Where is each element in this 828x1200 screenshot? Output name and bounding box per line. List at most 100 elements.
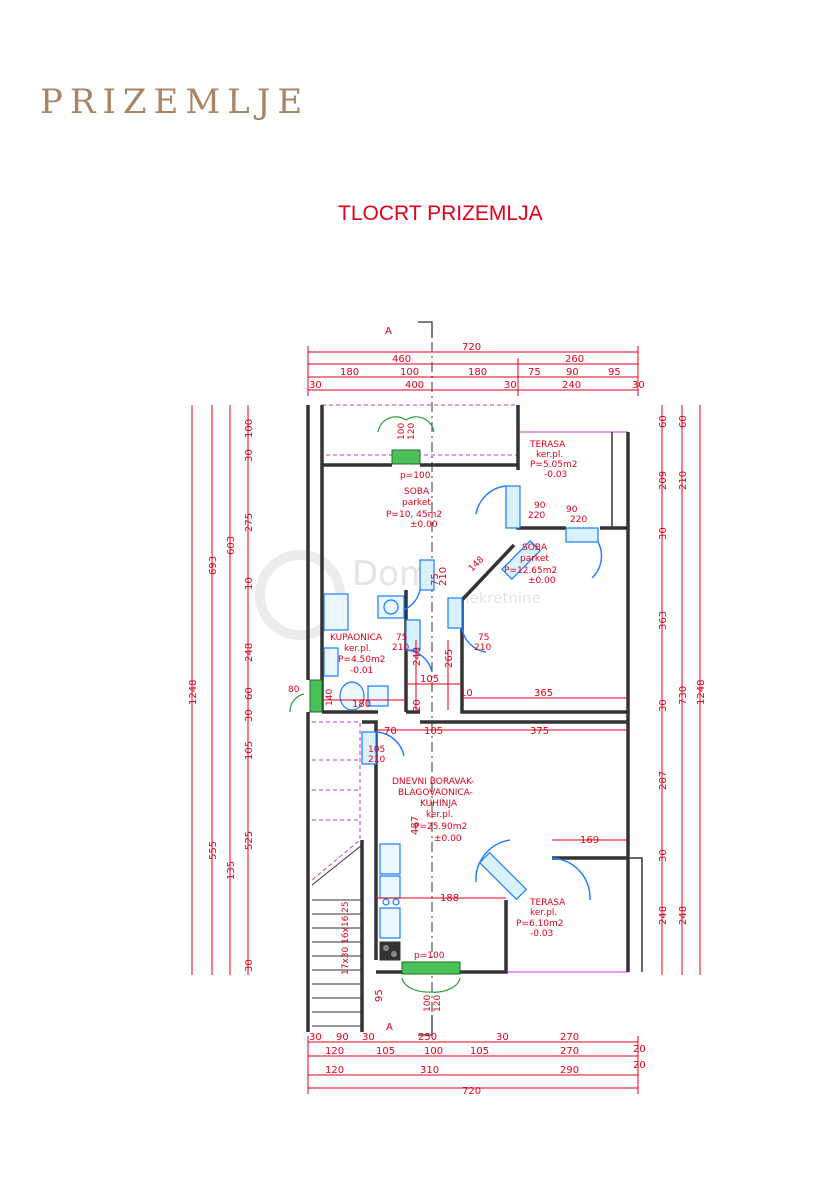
svg-text:10: 10	[460, 688, 473, 699]
svg-text:80: 80	[288, 685, 300, 695]
svg-text:BLAGOVAONICA-: BLAGOVAONICA-	[398, 788, 473, 798]
plan-title: TLOCRT PRIZEMLJA	[338, 202, 543, 225]
svg-text:275: 275	[244, 513, 255, 532]
svg-text:p=100: p=100	[414, 951, 445, 961]
svg-text:30: 30	[244, 959, 255, 972]
svg-text:363: 363	[658, 611, 669, 630]
room-label-kupaonica: KUPAONICA ker.pl. P=4.50m2 -0.01	[330, 633, 386, 676]
interior-dimensions: 105 365 10 180 70 105 375 169 188 248 26…	[322, 567, 628, 1002]
svg-text:TERASA: TERASA	[529, 440, 566, 450]
svg-text:555: 555	[208, 841, 219, 860]
svg-text:248: 248	[658, 906, 669, 925]
svg-text:20: 20	[633, 1060, 646, 1071]
svg-text:20: 20	[412, 699, 423, 712]
svg-text:105: 105	[470, 1046, 489, 1057]
section-marker-bottom: A	[386, 1022, 393, 1033]
stair-label: 17x30 16x16,25	[341, 901, 351, 975]
svg-text:30: 30	[244, 449, 255, 462]
svg-text:30: 30	[658, 527, 669, 540]
svg-text:270: 270	[560, 1032, 579, 1043]
svg-text:90: 90	[566, 367, 579, 378]
svg-text:310: 310	[420, 1065, 439, 1076]
svg-text:95: 95	[374, 989, 385, 1002]
svg-text:290: 290	[560, 1065, 579, 1076]
svg-text:105: 105	[244, 741, 255, 760]
svg-text:parket: parket	[402, 498, 431, 508]
door-soba1	[419, 559, 435, 591]
svg-text:260: 260	[565, 354, 584, 365]
svg-text:90: 90	[336, 1032, 349, 1043]
bathtub-icon	[323, 647, 339, 677]
stove-icon	[379, 941, 401, 961]
svg-text:p=100: p=100	[400, 471, 431, 481]
svg-text:-0.01: -0.01	[350, 666, 373, 676]
svg-text:210: 210	[368, 755, 385, 765]
svg-text:210: 210	[392, 643, 409, 653]
svg-text:30: 30	[504, 380, 517, 391]
svg-text:60: 60	[244, 687, 255, 700]
svg-text:460: 460	[392, 354, 411, 365]
svg-text:60: 60	[678, 415, 689, 428]
svg-text:30: 30	[309, 380, 322, 391]
left-dimensions: 1248 693 555 603 135 100 30 275 10 248 6…	[188, 405, 255, 975]
watermark-brand: Dom	[352, 554, 432, 594]
svg-text:105: 105	[368, 745, 385, 755]
shower-icon	[323, 593, 349, 631]
svg-text:30: 30	[496, 1032, 509, 1043]
svg-text:KUPAONICA: KUPAONICA	[330, 633, 383, 643]
section-marker-top: A	[385, 326, 392, 337]
svg-text:120: 120	[433, 995, 443, 1012]
side-window	[309, 679, 323, 713]
svg-text:P=5.05m2: P=5.05m2	[530, 460, 578, 470]
svg-text:603: 603	[226, 536, 237, 555]
svg-text:180: 180	[340, 367, 359, 378]
door-soba2-terrace	[565, 527, 599, 543]
svg-text:75: 75	[430, 573, 441, 586]
svg-text:730: 730	[678, 686, 689, 705]
right-dimensions: 60 209 30 363 30 287 30 248 60 210 730 2…	[658, 405, 707, 975]
svg-text:ker.pl.: ker.pl.	[536, 450, 563, 460]
door-terrace-bottom	[478, 851, 528, 901]
svg-text:75: 75	[478, 633, 489, 643]
fridge-icon	[379, 843, 401, 875]
svg-text:-0.03: -0.03	[530, 929, 553, 939]
svg-text:±0.00: ±0.00	[434, 834, 462, 844]
svg-text:240: 240	[562, 380, 581, 391]
svg-text:105: 105	[420, 674, 439, 685]
fixtures	[323, 593, 405, 961]
page-heading: PRIZEMLJE	[40, 82, 310, 122]
svg-text:100: 100	[423, 995, 433, 1012]
bottom-dimensions: 30 90 30 250 30 270 20 120 105 100 105 2…	[307, 1032, 646, 1097]
svg-text:248: 248	[412, 647, 423, 666]
svg-text:265: 265	[444, 649, 455, 668]
svg-text:75: 75	[528, 367, 541, 378]
svg-text:75: 75	[396, 633, 407, 643]
dim-bottom-720: 720	[462, 1086, 481, 1097]
svg-text:148: 148	[467, 555, 486, 574]
door-entrance	[361, 731, 377, 765]
door-soba2-corner	[501, 540, 541, 580]
svg-text:270: 270	[560, 1046, 579, 1057]
svg-text:188: 188	[440, 893, 459, 904]
svg-text:70: 70	[384, 726, 397, 737]
svg-text:90: 90	[534, 501, 546, 511]
svg-text:P=12.65m2: P=12.65m2	[504, 566, 557, 576]
svg-text:±0.00: ±0.00	[528, 576, 556, 586]
svg-text:30: 30	[658, 699, 669, 712]
svg-text:60: 60	[658, 415, 669, 428]
svg-text:parket: parket	[520, 554, 549, 564]
room-label-terasa-bottom: TERASA ker.pl. P=6.10m2 -0.03	[516, 898, 566, 939]
svg-text:180: 180	[468, 367, 487, 378]
watermark-sub: nekretnine	[460, 589, 541, 607]
room-label-soba-2: SOBA parket P=12.65m2 ±0.00	[504, 543, 557, 586]
svg-text:±0.00: ±0.00	[410, 520, 438, 530]
dim-top-720: 720	[462, 342, 481, 353]
svg-text:105: 105	[424, 726, 443, 737]
svg-text:30: 30	[309, 1032, 322, 1043]
svg-text:100: 100	[424, 1046, 443, 1057]
svg-text:30: 30	[244, 709, 255, 722]
svg-text:210: 210	[474, 643, 491, 653]
svg-text:SOBA: SOBA	[522, 543, 548, 553]
svg-text:P=6.10m2: P=6.10m2	[516, 919, 564, 929]
